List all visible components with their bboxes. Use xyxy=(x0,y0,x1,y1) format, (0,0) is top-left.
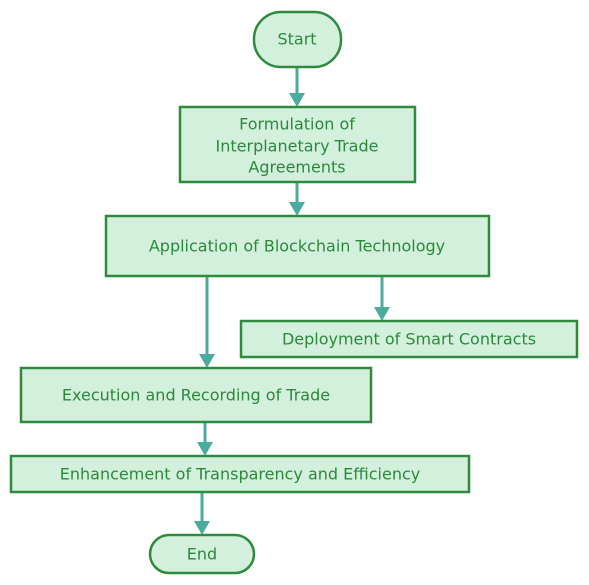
execution-node: Execution and Recording of Trade xyxy=(19,366,373,424)
blockchain-node: Application of Blockchain Technology xyxy=(104,214,491,278)
arrow-blockchain-to-execution xyxy=(199,276,215,368)
arrow-execution-to-enhancement xyxy=(197,422,213,456)
formulation-label-line-3: Agreements xyxy=(248,158,345,177)
formulation-node: Formulation of Interplanetary Trade Agre… xyxy=(178,105,417,184)
start-label: Start xyxy=(277,30,316,49)
execution-label: Execution and Recording of Trade xyxy=(62,386,330,405)
start-node: Start xyxy=(252,10,343,69)
end-label: End xyxy=(187,545,217,564)
blockchain-label: Application of Blockchain Technology xyxy=(149,237,445,256)
enhancement-node: Enhancement of Transparency and Efficien… xyxy=(9,454,471,494)
formulation-label-line-2: Interplanetary Trade xyxy=(216,137,379,156)
arrow-enhancement-to-end xyxy=(194,492,210,535)
smart-contracts-label: Deployment of Smart Contracts xyxy=(282,330,536,349)
arrow-start-to-formulation xyxy=(289,67,305,107)
arrow-formulation-to-blockchain xyxy=(289,182,305,216)
end-node: End xyxy=(148,533,256,575)
arrow-blockchain-to-smart-contracts xyxy=(374,276,390,321)
formulation-label-line-1: Formulation of xyxy=(239,115,355,134)
enhancement-label: Enhancement of Transparency and Efficien… xyxy=(60,465,420,484)
smart-contracts-node: Deployment of Smart Contracts xyxy=(239,319,579,359)
